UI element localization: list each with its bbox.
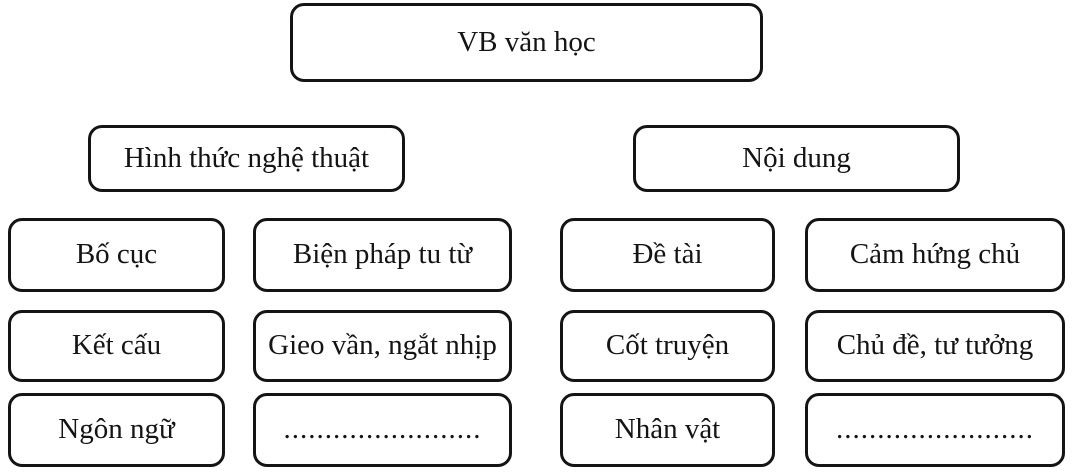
node-label: Ngôn ngữ <box>58 413 175 446</box>
node-de-tai: Đề tài <box>560 218 775 292</box>
node-label: VB văn học <box>457 25 596 58</box>
node-placeholder-noi-dung: ........................ <box>805 393 1065 467</box>
node-nhan-vat: Nhân vật <box>560 393 775 467</box>
node-label: Chủ đề, tư tưởng <box>836 329 1034 362</box>
node-label: Hình thức nghệ thuật <box>123 141 370 174</box>
node-bo-cuc: Bố cục <box>8 218 225 292</box>
node-ngon-ngu: Ngôn ngữ <box>8 393 225 467</box>
node-label: ........................ <box>283 413 482 446</box>
node-label: Gieo vần, ngắt nhịp <box>268 329 497 362</box>
node-chu-de-tu-tuong: Chủ đề, tư tưởng <box>805 310 1065 382</box>
node-ket-cau: Kết cấu <box>8 310 225 382</box>
node-label: Nội dung <box>742 141 851 174</box>
node-bien-phap-tu-tu: Biện pháp tu từ <box>253 218 512 292</box>
node-label: Nhân vật <box>614 413 721 446</box>
node-label: Kết cấu <box>71 329 162 362</box>
node-hinh-thuc-nghe-thuat: Hình thức nghệ thuật <box>88 125 405 192</box>
node-noi-dung: Nội dung <box>633 125 960 192</box>
node-label: Bố cục <box>75 238 158 271</box>
node-gieo-van-ngat-nhip: Gieo vần, ngắt nhịp <box>253 310 512 382</box>
node-label: ........................ <box>836 413 1034 446</box>
node-label: Đề tài <box>632 238 703 271</box>
node-label: Biện pháp tu từ <box>292 238 473 271</box>
node-label: Cốt truyện <box>605 329 730 362</box>
node-label: Cảm hứng chủ <box>849 238 1021 271</box>
node-vb-van-hoc: VB văn học <box>290 3 763 82</box>
node-placeholder-hinh-thuc: ........................ <box>253 393 512 467</box>
node-cot-truyen: Cốt truyện <box>560 310 775 382</box>
node-cam-hung-chu: Cảm hứng chủ <box>805 218 1065 292</box>
